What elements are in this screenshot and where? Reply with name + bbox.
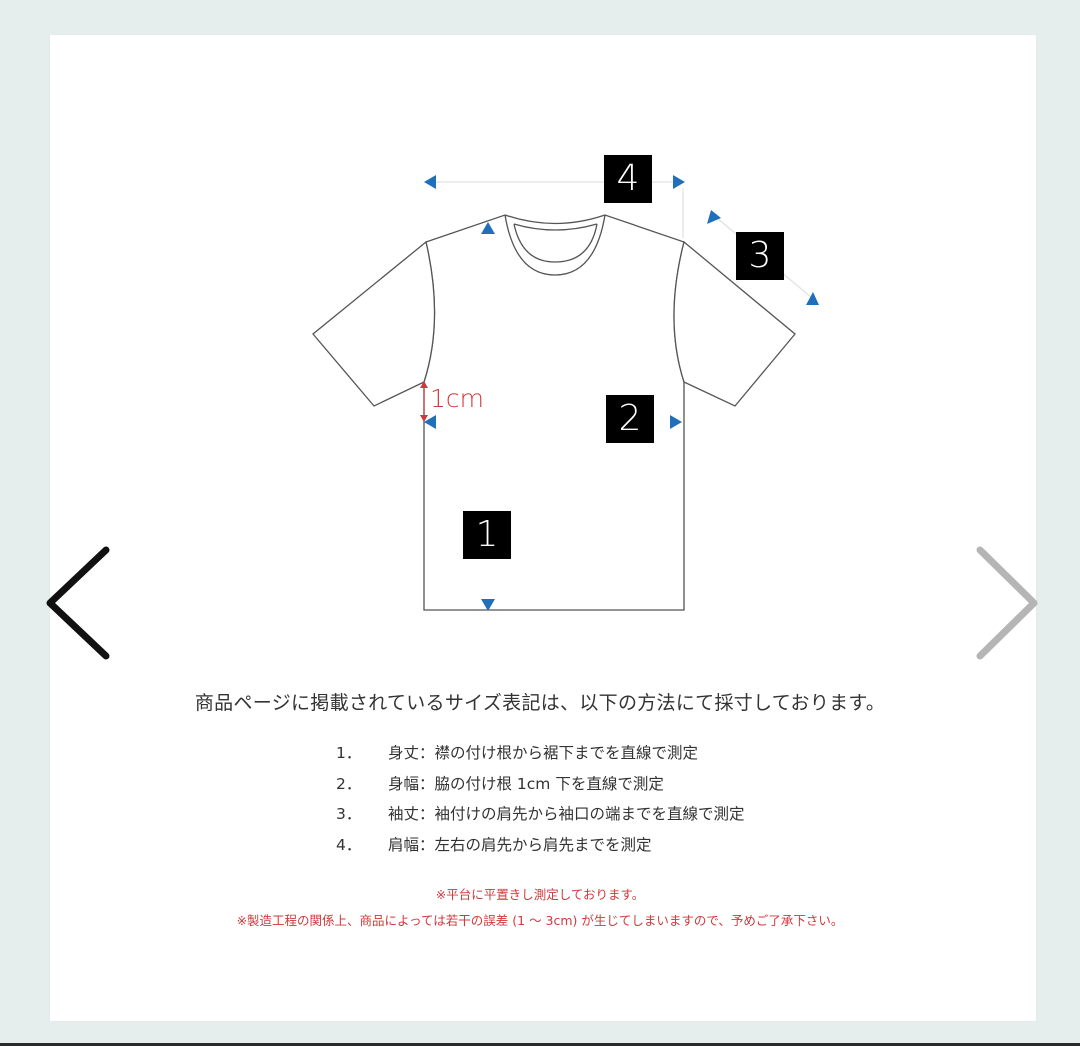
bottom-divider: [0, 1043, 1080, 1046]
step-item: 4．肩幅：左右の肩先から肩先までを測定: [336, 835, 652, 854]
measurement-caption: 商品ページに掲載されているサイズ表記は、以下の方法にて採寸しております。: [194, 692, 886, 714]
measurement-notes: ※平台に平置きし測定しております。 ※製造工程の関係上、商品によっては若干の誤差…: [0, 882, 1080, 934]
step-item: 2．身幅：脇の付け根 1cm 下を直線で測定: [336, 774, 664, 793]
label-body-width: 2: [606, 395, 654, 443]
step-item: 3．袖丈：袖付けの肩先から袖口の端までを直線で測定: [336, 805, 745, 823]
label-shoulder-width: 4: [604, 155, 652, 203]
chevron-left-icon: [46, 546, 110, 660]
step-item: 1．身丈：襟の付け根から裾下までを直線で測定: [336, 744, 699, 762]
measurement-steps: 1．身丈：襟の付け根から裾下までを直線で測定 2．身幅：脇の付け根 1cm 下を…: [336, 738, 745, 860]
offset-marker: [420, 381, 428, 422]
note-tolerance: ※製造工程の関係上、商品によっては若干の誤差 (1 ～ 3cm) が生じてしまい…: [236, 913, 844, 928]
next-image-button[interactable]: [968, 540, 1048, 670]
note-flat-measure: ※平台に平置きし測定しております。: [435, 887, 645, 902]
tshirt-outline: [312, 214, 796, 611]
chevron-right-icon: [976, 546, 1038, 660]
measurement-arrows: [424, 175, 819, 611]
previous-image-button[interactable]: [40, 540, 120, 670]
label-body-length: 1: [463, 511, 511, 559]
label-sleeve-length: 3: [736, 232, 784, 280]
offset-label: 1cm: [430, 384, 485, 413]
